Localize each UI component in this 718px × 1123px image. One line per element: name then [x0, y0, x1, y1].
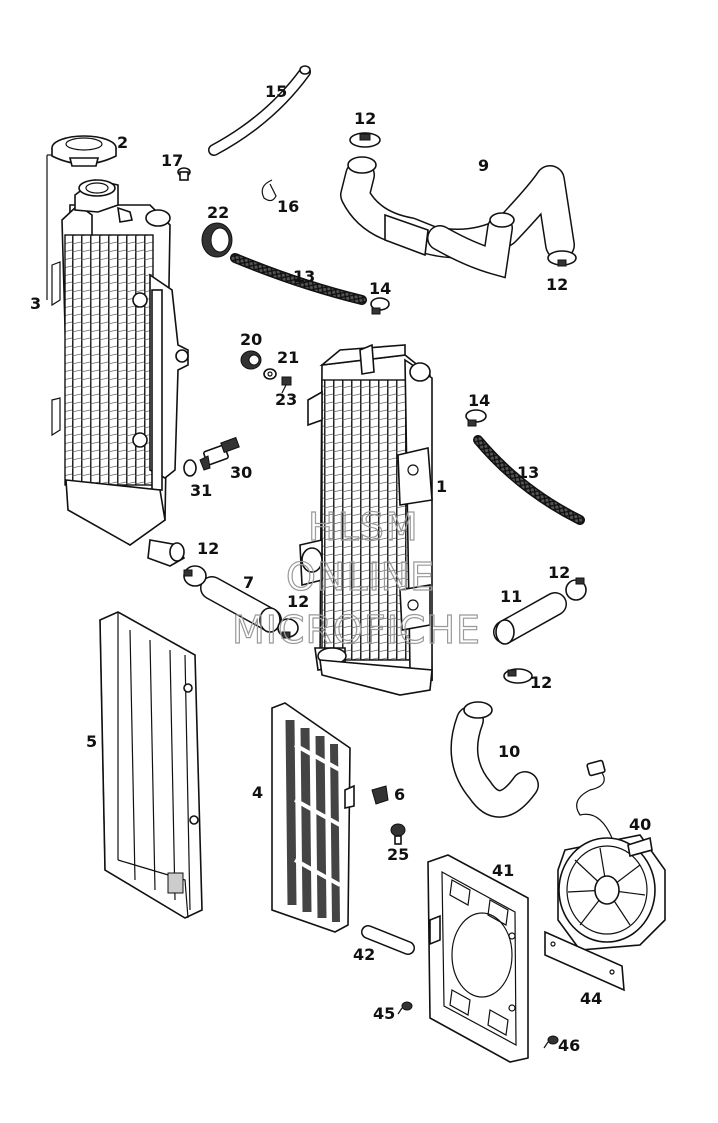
- hose-11: [493, 592, 567, 645]
- bushing-20: [240, 350, 262, 370]
- louver-5: [99, 611, 203, 919]
- callout-9: 9: [478, 156, 489, 175]
- clamp-12-lower-right: [503, 668, 533, 684]
- callout-22: 22: [207, 203, 229, 222]
- clip-16: [261, 179, 277, 202]
- hose-9: [340, 156, 575, 279]
- callout-7: 7: [243, 573, 254, 592]
- callout-12b: 12: [546, 275, 568, 294]
- callout-13b: 13: [517, 463, 539, 482]
- watermark-line-2: ONLINE: [286, 555, 435, 599]
- watermark-line-1: HLSM: [308, 505, 419, 549]
- callout-25: 25: [387, 845, 409, 864]
- clamp-12-top-right: [547, 250, 577, 267]
- radiator-cap: [51, 135, 117, 167]
- clamp-12-mid-right: [565, 577, 587, 601]
- hose-7: [200, 576, 282, 633]
- callout-21: 21: [277, 348, 299, 367]
- callout-30: 30: [230, 463, 252, 482]
- callout-1: 1: [436, 477, 447, 496]
- callout-11: 11: [500, 587, 522, 606]
- right-radiator: [299, 343, 433, 696]
- callout-12e: 12: [548, 563, 570, 582]
- watermark: HLSM ONLINE MICROFICHE: [231, 504, 481, 652]
- screw-23: [281, 376, 292, 394]
- callout-31: 31: [190, 481, 212, 500]
- callout-42: 42: [353, 945, 375, 964]
- callout-16: 16: [277, 197, 299, 216]
- clamp-14-upper: [370, 297, 390, 315]
- clamp-12-mid-left: [183, 565, 207, 587]
- clamp-12-mid-center: [277, 618, 299, 639]
- grommet-22: [201, 222, 233, 258]
- callout-6: 6: [394, 785, 405, 804]
- watermark-line-3: MICROFICHE: [232, 608, 481, 652]
- callout-41: 41: [492, 861, 514, 880]
- callout-labels: 1 2 3 4 5 6 7 9 10 11 12 12 12 12 12 12 …: [30, 82, 651, 1055]
- screw-45: [397, 1001, 413, 1015]
- louver-4: [271, 702, 355, 933]
- screw-17: [177, 167, 191, 181]
- o-ring-31: [183, 459, 197, 477]
- fan-40: [557, 759, 666, 951]
- callout-14b: 14: [468, 391, 490, 410]
- clamp-12-top-left: [349, 132, 381, 148]
- callout-4: 4: [252, 783, 263, 802]
- callout-20: 20: [240, 330, 262, 349]
- callout-17: 17: [161, 151, 183, 170]
- bracket-44: [544, 930, 625, 992]
- washer-21: [263, 368, 277, 380]
- callout-12a: 12: [354, 109, 376, 128]
- callout-10: 10: [498, 742, 520, 761]
- hose-42: [361, 925, 415, 955]
- callout-2: 2: [117, 133, 128, 152]
- callout-45: 45: [373, 1004, 395, 1023]
- callout-5: 5: [86, 732, 97, 751]
- callout-3: 3: [30, 294, 41, 313]
- screw-25: [390, 823, 406, 845]
- callout-14a: 14: [369, 279, 391, 298]
- clip-6: [371, 785, 389, 805]
- callout-12d: 12: [287, 592, 309, 611]
- callout-44: 44: [580, 989, 602, 1008]
- callout-40: 40: [629, 815, 651, 834]
- left-radiator: [46, 154, 189, 567]
- fan-shroud-41: [427, 854, 529, 1063]
- callout-46: 46: [558, 1036, 580, 1055]
- callout-12c: 12: [197, 539, 219, 558]
- clamp-14-right: [465, 409, 487, 427]
- callout-15: 15: [265, 82, 287, 101]
- callout-12f: 12: [530, 673, 552, 692]
- callout-23: 23: [275, 390, 297, 409]
- callout-13a: 13: [293, 267, 315, 286]
- screw-46: [543, 1035, 559, 1049]
- temperature-switch-30: [199, 436, 240, 471]
- hose-10: [450, 701, 539, 818]
